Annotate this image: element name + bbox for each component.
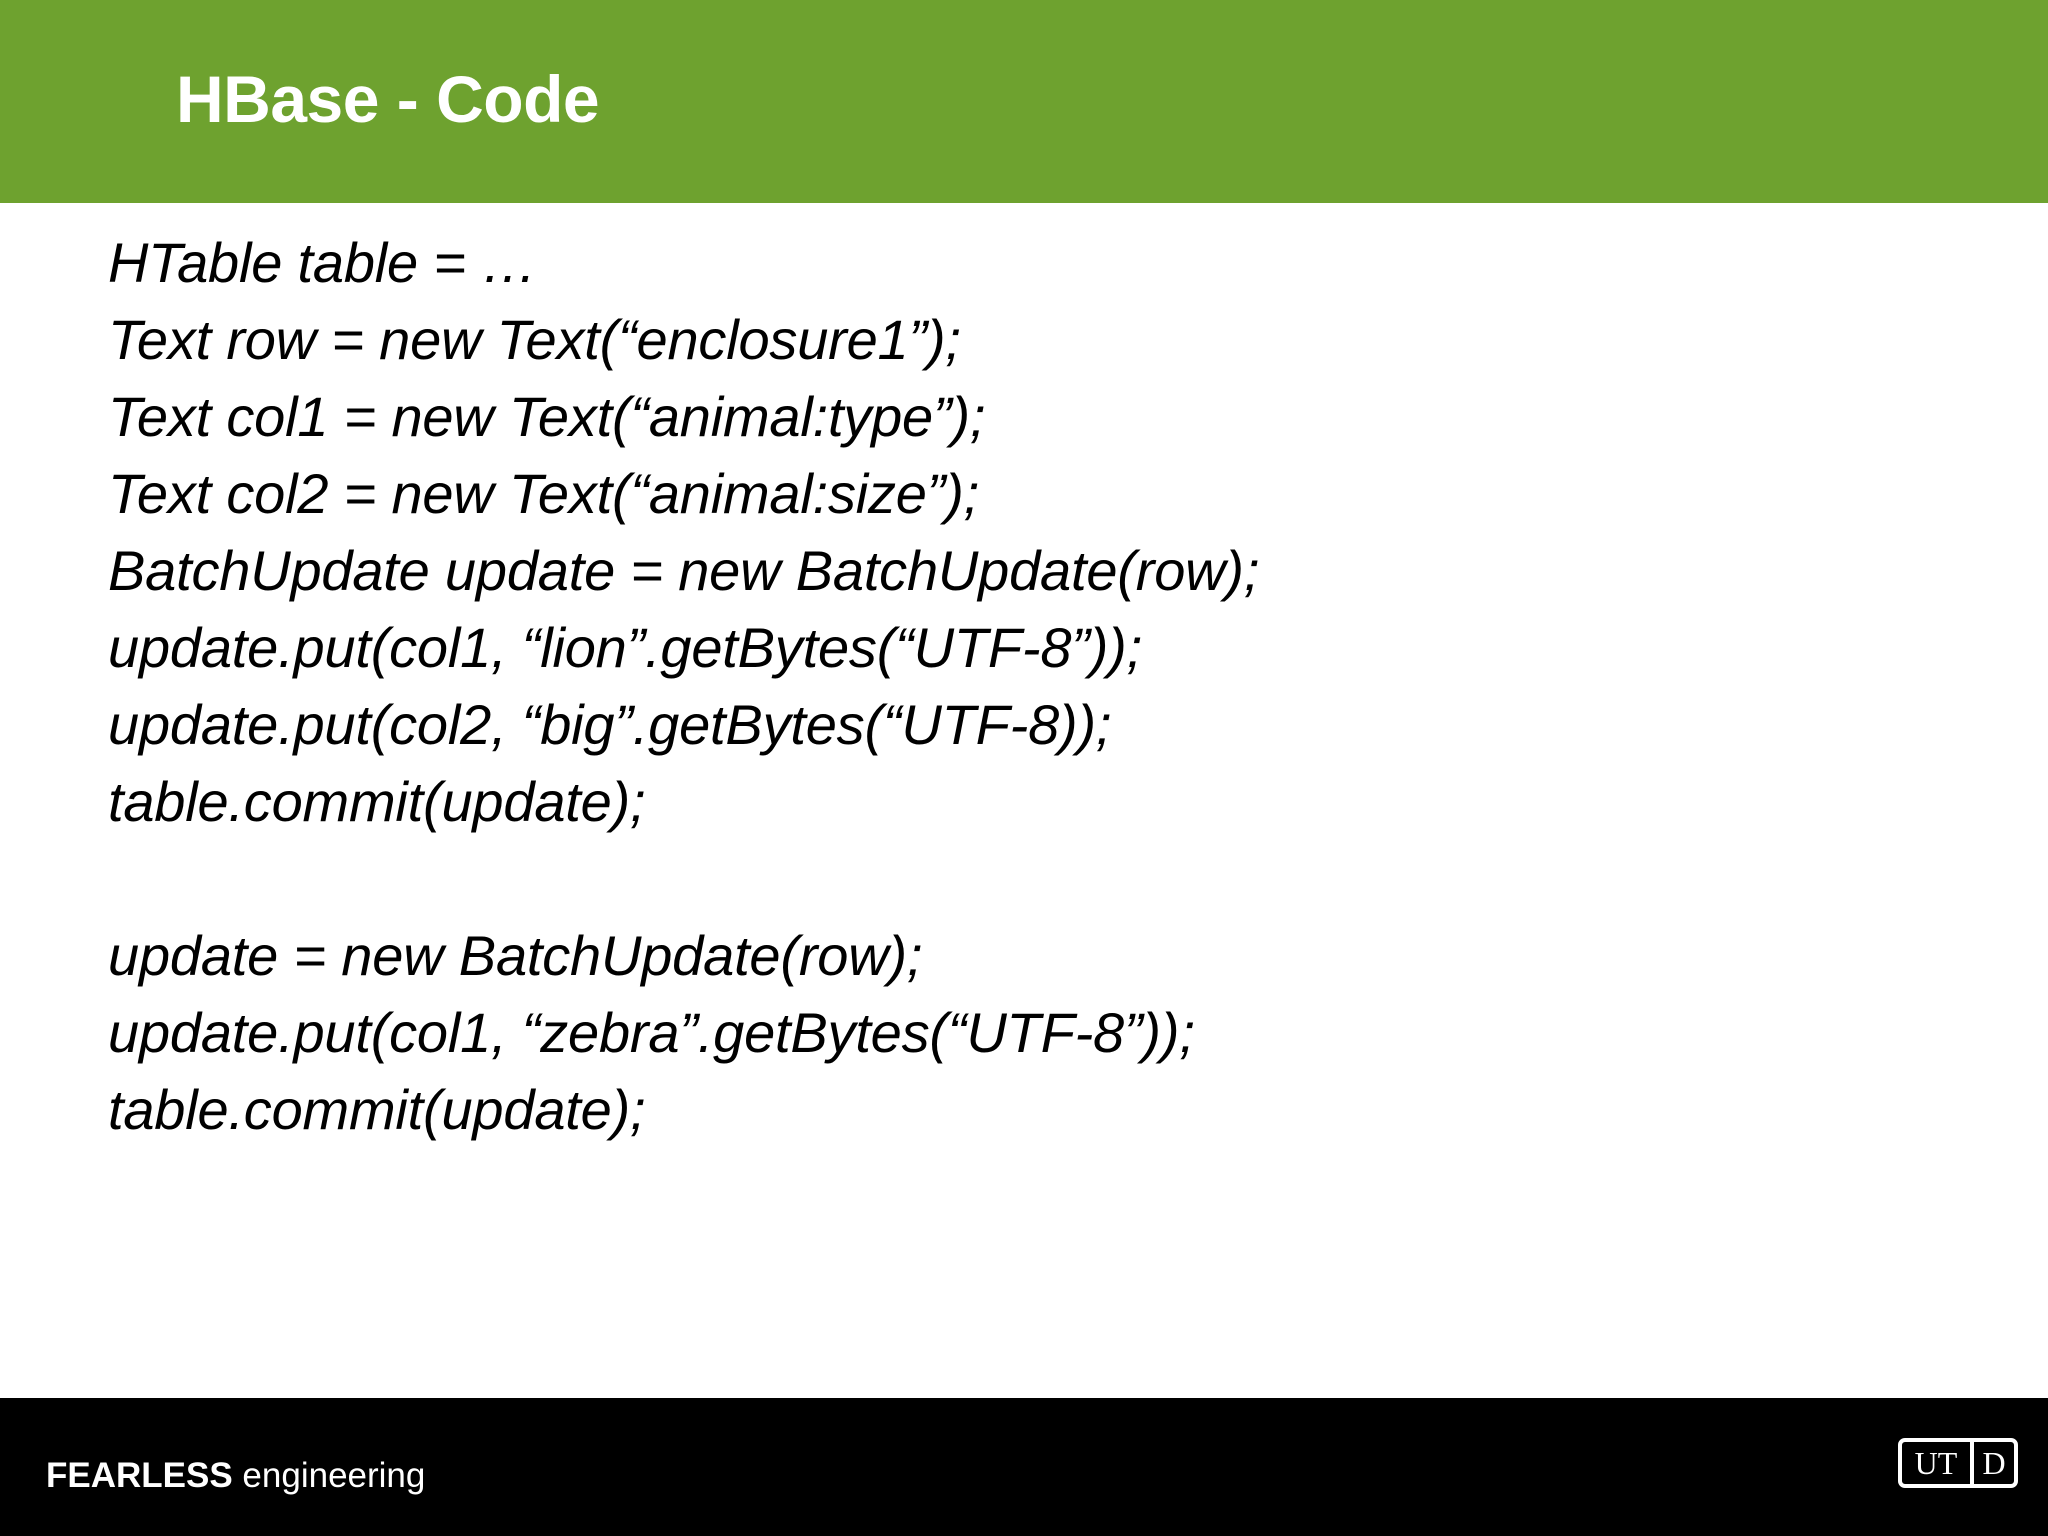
code-line: table.commit(update);	[108, 770, 646, 833]
code-line: update.put(col2, “big”.getBytes(“UTF-8))…	[108, 693, 1112, 756]
slide-footer-bar	[0, 1398, 2048, 1536]
code-line: BatchUpdate update = new BatchUpdate(row…	[108, 539, 1260, 602]
code-line: HTable table = …	[108, 231, 537, 294]
code-line: update = new BatchUpdate(row);	[108, 924, 923, 987]
code-line-blank	[108, 840, 1928, 917]
page-title: HBase - Code	[176, 62, 600, 136]
footer-brand-bold: FEARLESS	[46, 1456, 233, 1495]
code-block: HTable table = … Text row = new Text(“en…	[108, 224, 1928, 1148]
slide-header-bar	[0, 0, 2048, 203]
code-line: Text col2 = new Text(“animal:size”);	[108, 462, 979, 525]
code-line: table.commit(update);	[108, 1078, 646, 1141]
code-line: update.put(col1, “zebra”.getBytes(“UTF-8…	[108, 1001, 1195, 1064]
footer-brand: FEARLESS engineering	[46, 1456, 425, 1496]
utd-logo: UT D	[1898, 1438, 2018, 1488]
code-line: Text col1 = new Text(“animal:type”);	[108, 385, 986, 448]
code-line: update.put(col1, “lion”.getBytes(“UTF-8”…	[108, 616, 1142, 679]
utd-logo-left-text: UT	[1902, 1442, 1974, 1484]
utd-logo-right-text: D	[1982, 1445, 2006, 1481]
footer-brand-regular: engineering	[232, 1456, 426, 1495]
code-line: Text row = new Text(“enclosure1”);	[108, 308, 961, 371]
